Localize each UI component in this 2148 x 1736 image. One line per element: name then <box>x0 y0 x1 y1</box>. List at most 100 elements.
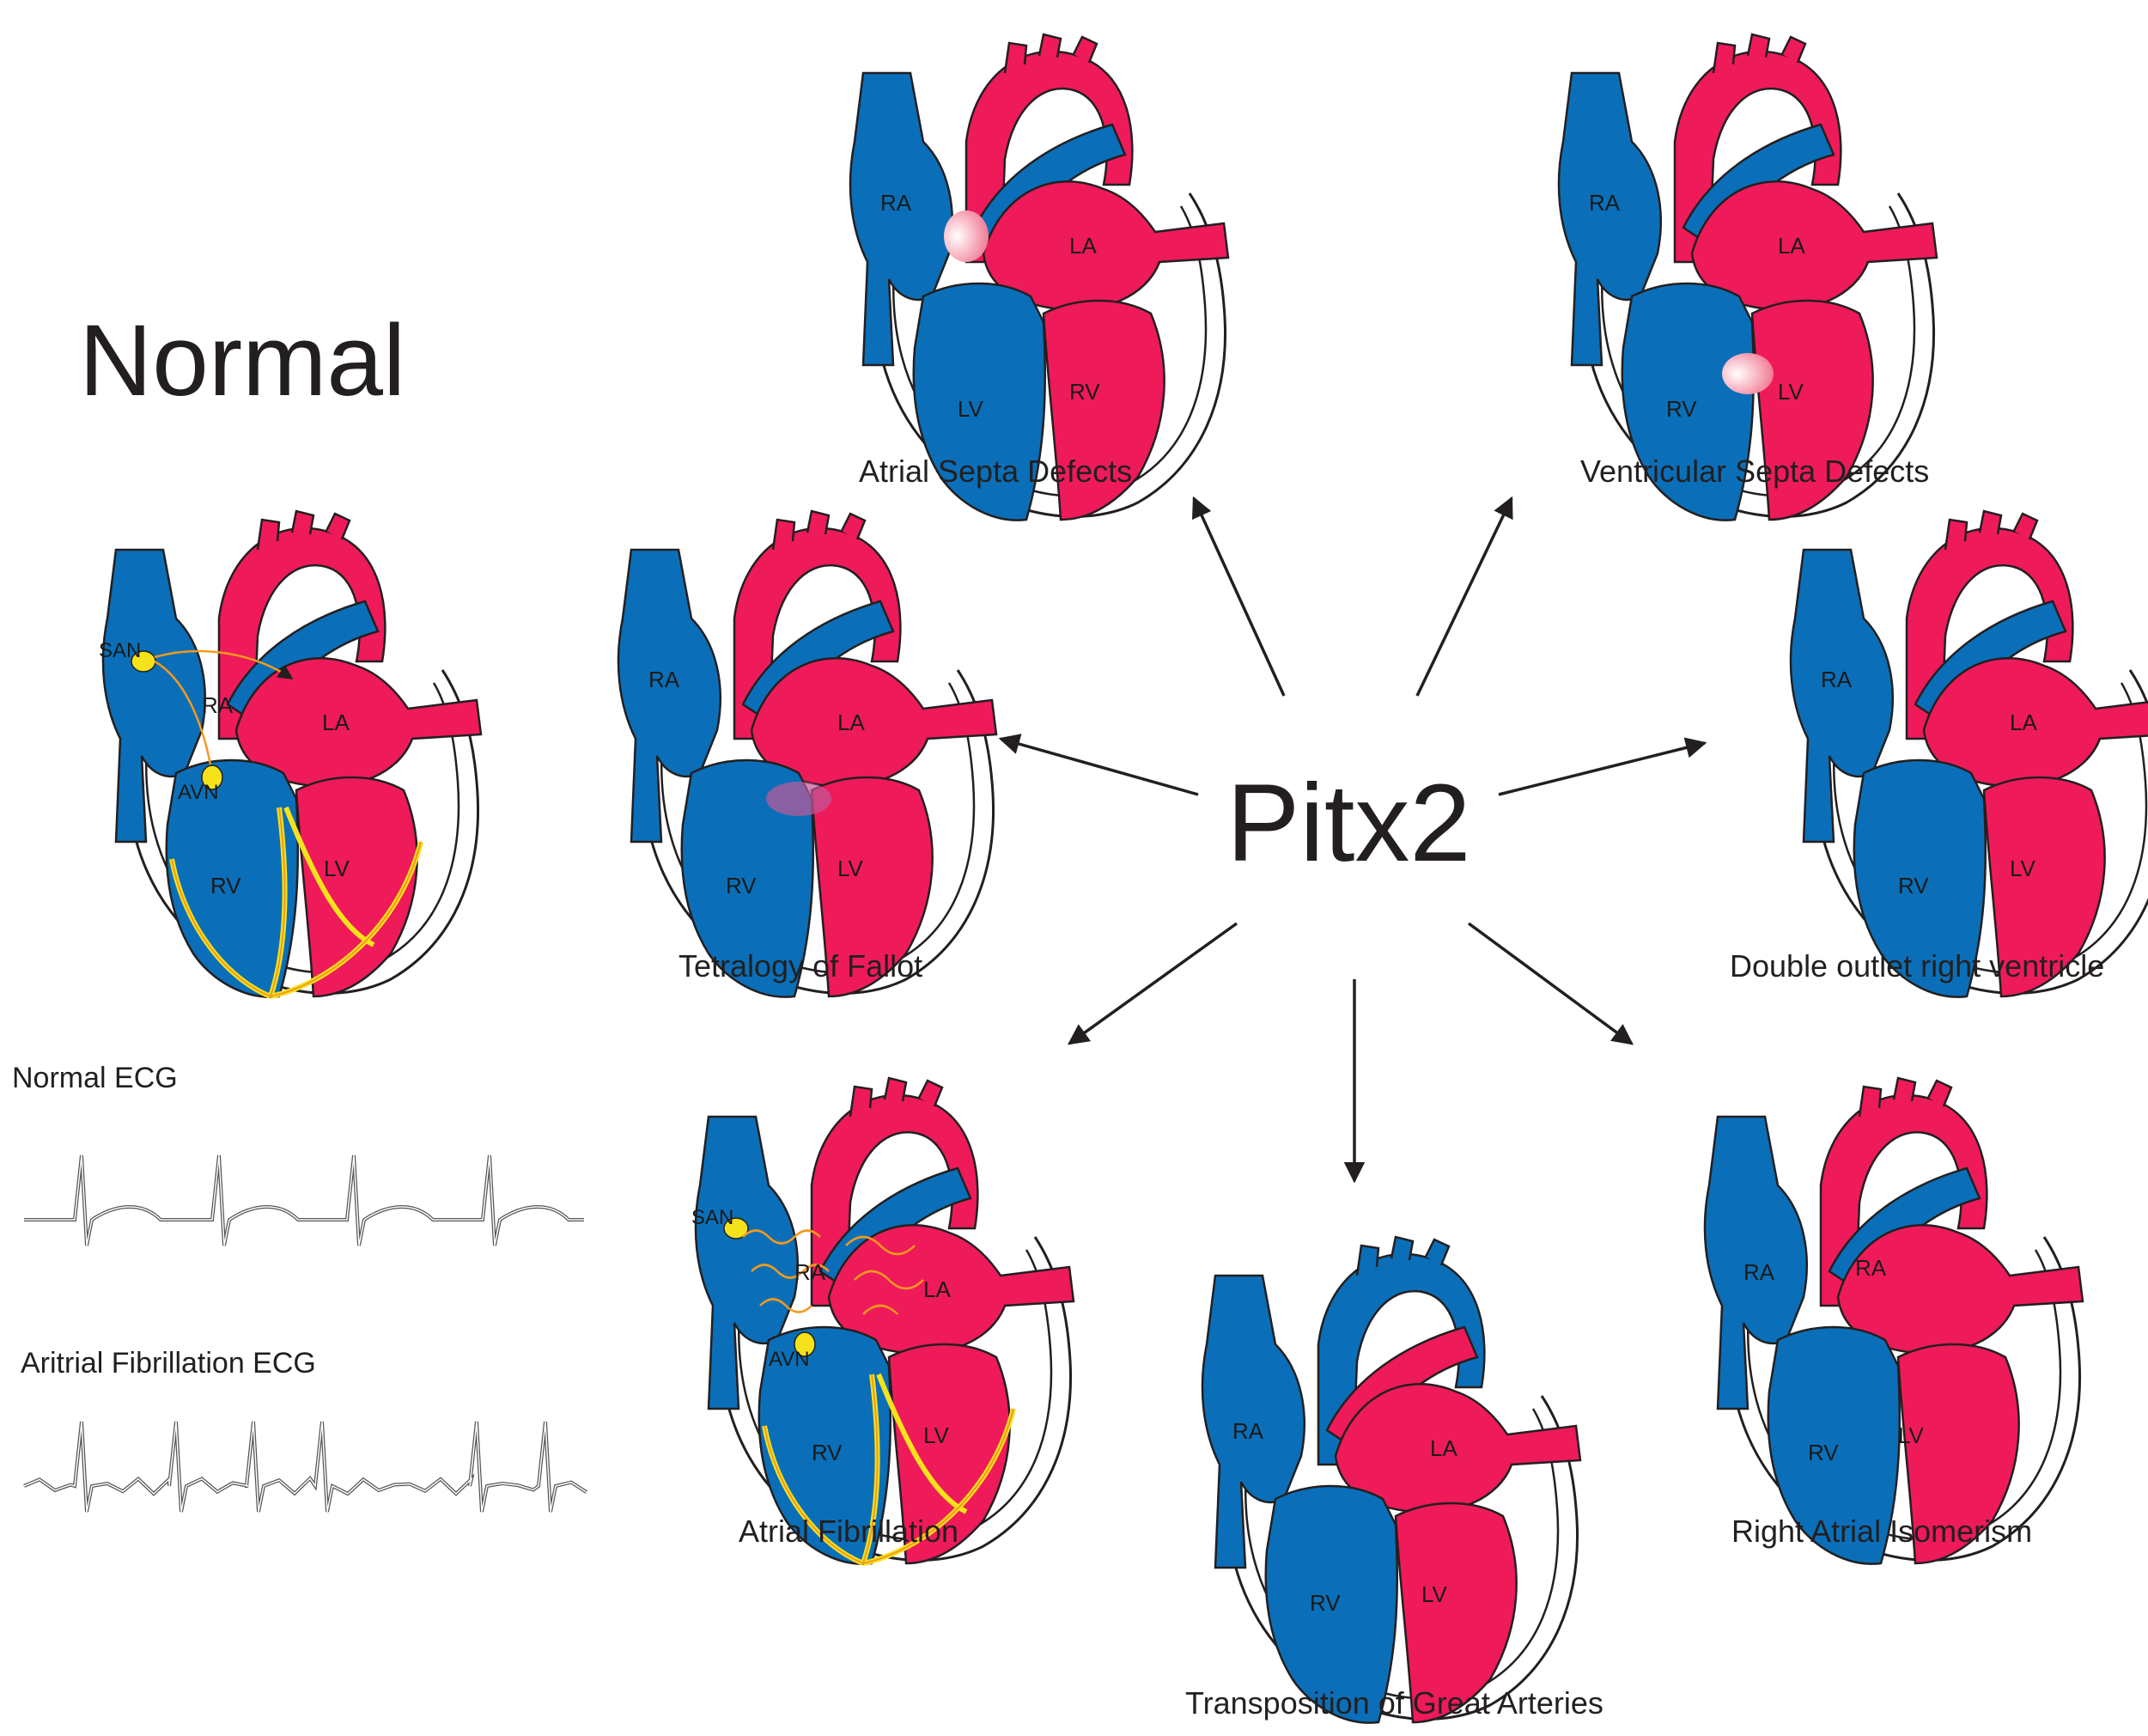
caption-tetralogy-of-fallot: Tetralogy of Fallot <box>678 948 923 984</box>
chamber-label-lv: LV <box>1421 1581 1448 1607</box>
conduction-bundle <box>764 1374 1014 1564</box>
pitx2-arrow-7 <box>1467 922 1634 1045</box>
normal-title: Normal <box>79 304 406 417</box>
chamber-label-ra: RA <box>1232 1418 1264 1444</box>
chamber-label-lv: LV <box>923 1422 950 1448</box>
normal-ecg-trace-highlight <box>24 1154 584 1246</box>
pitx2-arrow-2 <box>1415 496 1513 697</box>
arch-branches <box>1712 33 1807 74</box>
chaotic-conduction <box>742 1229 924 1315</box>
caption-atrial-fibrillation: Atrial Fibrillation <box>739 1514 959 1549</box>
af-ecg-trace-highlight <box>23 1421 587 1513</box>
right-atrium-shape <box>694 1115 799 1410</box>
atrioventricular-node <box>794 1331 816 1357</box>
ventricular-septal-defect-mark <box>1722 353 1774 394</box>
caption-right-atrial-isomerism: Right Atrial Isomerism <box>1731 1514 2033 1549</box>
chamber-label-ra: RA <box>1855 1255 1887 1281</box>
normal-ecg-label: Normal ECG <box>12 1062 178 1094</box>
chamber-label-la: LA <box>1430 1435 1457 1461</box>
arch-branches <box>1003 33 1098 74</box>
right-ventricle-shape <box>1853 758 1987 998</box>
pitx2-arrow-4 <box>1498 737 1707 796</box>
arch-branches <box>849 1076 944 1118</box>
heart-asd: RA LA RV LV <box>849 33 1230 521</box>
right-atrium-shape <box>1703 1115 1808 1410</box>
arch-branches <box>1355 1235 1451 1276</box>
arch-branches <box>1858 1076 1953 1118</box>
chamber-label-lv: LV <box>958 396 984 422</box>
right-ventricle-shape <box>680 758 815 998</box>
atrioventricular-node <box>201 764 223 790</box>
atrial-septal-defect-mark <box>944 210 989 262</box>
chamber-label-avn: AVN <box>178 781 219 804</box>
caption-ventricular-septa-defects: Ventricular Septa Defects <box>1580 454 1930 489</box>
right-atrium-shape <box>849 71 953 367</box>
right-atrium-shape <box>617 548 721 844</box>
chamber-label-rv: RV <box>1808 1440 1839 1465</box>
normal-ecg-trace <box>24 1154 584 1246</box>
chamber-label-ra: RA <box>1743 1259 1775 1285</box>
left-ventricle-shape <box>887 1343 1011 1565</box>
left-ventricle-shape <box>810 776 934 998</box>
heart-vsd: RA LA LV RV <box>1557 33 1938 521</box>
caption-double-outlet-right-ventricle: Double outlet right ventricle <box>1730 948 2105 984</box>
right-atrium-shape <box>1789 548 1894 844</box>
arch-branches <box>256 509 351 551</box>
chamber-label-lv: LV <box>324 856 350 881</box>
pitx2-arrow-1 <box>1192 496 1286 697</box>
right-atrium-shape <box>1201 1274 1305 1569</box>
chamber-label-san: SAN <box>691 1206 733 1229</box>
left-ventricle-shape <box>1394 1501 1518 1724</box>
chamber-label-rv: RV <box>1666 396 1697 422</box>
chamber-label-ra: RA <box>648 667 680 692</box>
chamber-label-ra: RA <box>1821 667 1853 692</box>
left-ventricle-shape <box>1042 299 1165 521</box>
chamber-label-rv: RV <box>1069 379 1100 405</box>
pitx2-title: Pitx2 <box>1226 762 1471 885</box>
af-ecg-trace <box>23 1421 588 1513</box>
chamber-label-san: SAN <box>99 639 141 662</box>
chamber-label-rv: RV <box>1310 1590 1341 1616</box>
right-atrium-shape <box>1557 71 1662 367</box>
right-ventricle-shape <box>1264 1484 1399 1724</box>
af-ecg-label: Aritrial Fibrillation ECG <box>21 1347 316 1380</box>
chamber-label-la: LA <box>1778 233 1805 259</box>
right-ventricle-shape <box>165 758 300 998</box>
chamber-label-la: LA <box>2010 710 2037 735</box>
caption-transposition-of-great-arteries: Transposition of Great Arteries <box>1185 1685 1603 1721</box>
left-ventricle-shape <box>1750 299 1874 521</box>
chamber-label-la: LA <box>1069 233 1097 259</box>
heart-rai: RA RA LV RV <box>1703 1076 2084 1565</box>
right-ventricle-shape <box>1767 1325 1902 1565</box>
left-ventricle-shape <box>295 776 418 998</box>
chamber-label-ra: RA <box>880 190 912 216</box>
left-ventricle-shape <box>1982 776 2106 998</box>
chamber-label-lv: LV <box>1898 1422 1925 1448</box>
sinoatrial-node <box>723 1217 749 1240</box>
chamber-label-ra: RA <box>1589 190 1621 216</box>
chamber-label-rv: RV <box>210 873 241 898</box>
pitx2-arrow-5 <box>1068 922 1238 1045</box>
chamber-label-la: LA <box>322 710 350 735</box>
chamber-label-ra: RA <box>794 1259 826 1285</box>
conduction-bundle <box>171 807 422 997</box>
chamber-label-lv: LV <box>1778 379 1804 405</box>
chamber-label-rv: RV <box>812 1440 843 1465</box>
arch-branches <box>1944 509 2039 551</box>
right-ventricle-shape <box>912 282 1047 521</box>
right-atrium-shape <box>101 548 206 844</box>
pitx2-arrow-3 <box>998 734 1199 796</box>
left-ventricle-shape <box>1896 1343 2020 1565</box>
right-ventricle-shape <box>1621 282 1756 521</box>
caption-atrial-septa-defects: Atrial Septa Defects <box>859 454 1133 489</box>
right-ventricle-shape <box>758 1325 892 1565</box>
overriding-aorta-mark <box>766 782 831 816</box>
chamber-label-avn: AVN <box>769 1348 810 1371</box>
arch-branches <box>771 509 867 551</box>
